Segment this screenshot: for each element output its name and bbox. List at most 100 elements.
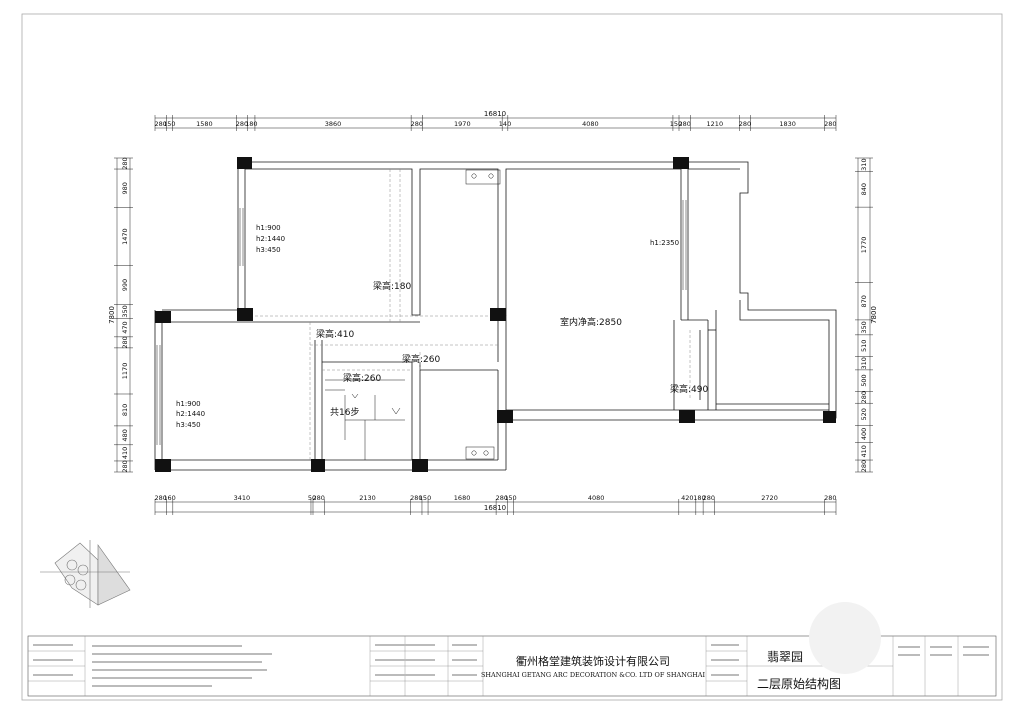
dimension-segment-label: 280 [824,494,836,502]
column [311,459,325,472]
dimension-segment-label: 280 [824,120,836,128]
dimension-segment-label: 510 [860,340,868,352]
beam-height-label: 梁高:260 [343,372,381,384]
floor-plan [154,161,837,471]
company-logo-mark [40,540,131,608]
left-dimension-chain: 7800 28098014709903504702801170810480410… [108,157,133,473]
dimension-segment-label: 280 [496,494,508,502]
wall-outer [245,161,837,419]
dimension-segment-label: 410 [860,445,868,457]
dimension-segment-label: 3860 [325,120,342,128]
dimension-segment-label: 150 [504,494,516,502]
window-right [682,200,687,290]
dimension-segment-label: 150 [419,494,431,502]
dimension-segment-label: 870 [860,295,868,307]
dimension-segment-label: 1770 [860,237,868,254]
dimension-segment-label: 310 [860,357,868,369]
dimension-segment-label: 280 [236,120,248,128]
dimension-segment-label: 810 [121,404,129,416]
dimension-segment-label: 420 [681,494,693,502]
wall-top-inner [245,168,681,316]
window-left-lower [156,345,161,445]
dimension-segment-label: 2720 [761,494,778,502]
dimension-segment-label: 1580 [196,120,213,128]
dimension-segment-label: 160 [163,494,175,502]
dimension-segment-label: 2130 [359,494,376,502]
window-height-label: h2:1440 [176,410,205,418]
dimension-segment-label: 350 [121,305,129,317]
structural-columns [155,157,836,472]
sink-fixtures [465,169,501,460]
window-height-label: h1:900 [256,224,281,232]
dimension-segment-label: 3410 [234,494,251,502]
dimension-segment-label: 280 [410,494,422,502]
dimension-segment-label: 280 [860,460,868,472]
clear-height-label: 室内净高:2850 [560,316,622,328]
dimension-segment-label: 310 [860,158,868,170]
bottom-total-dimension: 16810 [484,504,506,512]
beam-lines [245,169,691,460]
column [155,459,171,472]
dimension-segment-label: 4080 [582,120,599,128]
dimension-segment-label: 1210 [707,120,724,128]
dimension-segment-label: 1170 [121,363,129,380]
dimension-segment-label: 1680 [454,494,471,502]
drawing-title: 二层原始结构图 [757,676,841,691]
stair-treads [325,379,405,460]
dimension-segment-label: 1970 [454,120,471,128]
dimension-segment-label: 470 [121,321,129,333]
left-total-dimension: 7800 [108,306,116,324]
beam-height-label: 梁高:410 [316,328,354,340]
dimension-segment-label: 500 [860,374,868,386]
dimension-segment-label: 280 [121,157,129,169]
column [823,411,836,423]
dimension-segment-label: 280 [154,120,166,128]
dimension-segment-label: 280 [121,336,129,348]
beam-height-label: 梁高:180 [373,280,411,292]
dimension-segment-label: 280 [121,460,129,472]
beam-height-label: 梁高:490 [670,383,708,395]
stair-count-label: 共16步 [330,407,359,418]
dimension-segment-label: 1470 [121,228,129,245]
dimension-segment-label: 150 [670,120,682,128]
column [497,410,513,423]
dimension-segment-label: 180 [245,120,257,128]
watermark-disc [809,602,881,674]
sheet-border [21,13,1003,701]
dimension-segment-label: 280 [312,494,324,502]
dimension-segment-label: 1830 [779,120,796,128]
dimension-segment-label: 140 [499,120,511,128]
right-total-dimension: 7800 [870,306,878,324]
dimension-segment-label: 280 [678,120,690,128]
dimension-segment-label: 350 [860,321,868,333]
dimension-segment-label: 50 [308,494,316,502]
dimension-segment-label: 520 [860,408,868,420]
company-name-en: SHANGHAI GETANG ARC DECORATION &CO. LTD … [481,671,706,679]
column [155,311,171,323]
dimension-segment-label: 150 [163,120,175,128]
dimension-segment-label: 990 [121,279,129,291]
column [412,459,428,472]
dimension-segment-label: 400 [860,428,868,440]
dimension-segment-label: 180 [693,494,705,502]
column [237,157,252,169]
dimension-segment-label: 280 [703,494,715,502]
dimension-segment-label: 410 [121,447,129,459]
right-dimension-chain: 7800 31084017708703505103105002805204004… [855,157,878,473]
window-height-label: h2:1440 [256,235,285,243]
dimension-segment-label: 4080 [588,494,605,502]
column [679,410,695,423]
window-height-label: h3:450 [176,421,201,429]
window-height-label: h1:900 [176,400,201,408]
window-height-label: h1:2350 [650,239,679,247]
column [490,308,506,321]
dimension-segment-label: 480 [121,429,129,441]
column [673,157,689,169]
top-total-dimension: 16810 [484,110,506,118]
dimension-segment-label: 280 [411,120,423,128]
company-name-cn: 衢州格堂建筑装饰设计有限公司 [516,654,670,668]
dimension-segment-label: 280 [739,120,751,128]
